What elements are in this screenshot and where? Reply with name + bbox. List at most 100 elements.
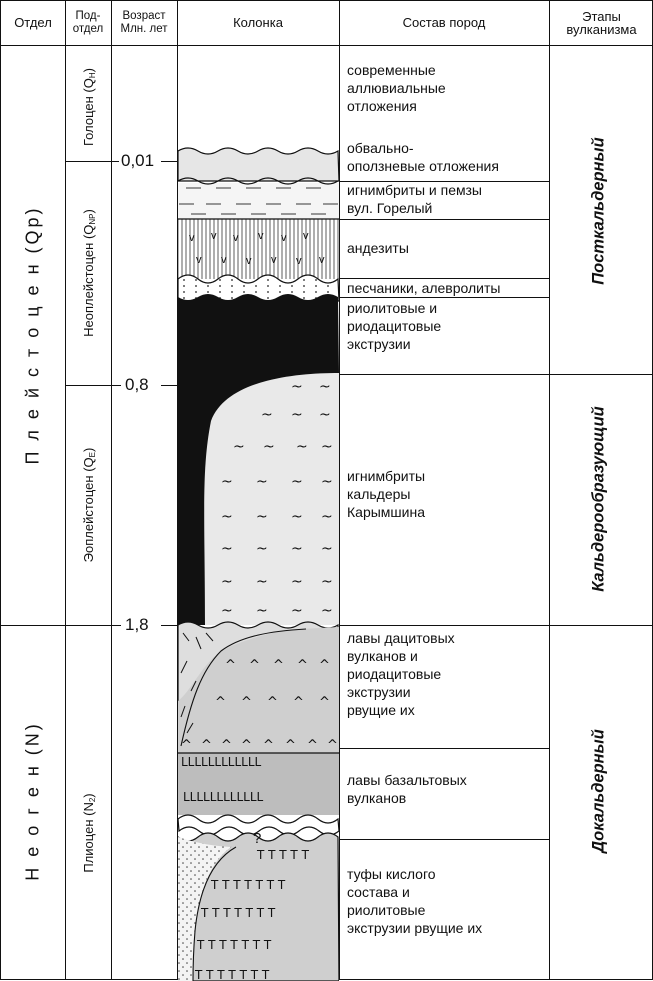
composition-rhyolite-extrusions: риолитовые и риодацитовые экструзии — [347, 300, 442, 352]
svg-text:v: v — [189, 232, 195, 244]
svg-text:v: v — [303, 230, 309, 242]
svg-text:T T T T T: T T T T T — [256, 848, 310, 862]
svg-text:~: ~ — [291, 541, 303, 557]
svg-text:v: v — [271, 254, 277, 266]
composition-alluvial: современные аллювиальные отложения — [347, 62, 446, 114]
svg-text:T T T T T T T: T T T T T T T — [194, 968, 270, 981]
age-tick — [161, 161, 177, 162]
column-question-mark: ? — [253, 830, 261, 847]
svg-text:~: ~ — [321, 603, 333, 619]
svg-text:~: ~ — [263, 439, 275, 455]
svg-text:^: ^ — [273, 658, 284, 673]
svg-text:~: ~ — [319, 407, 331, 423]
header-otdel: Отдел — [14, 15, 52, 30]
svg-text:^: ^ — [215, 695, 226, 710]
svg-text:~: ~ — [319, 379, 331, 395]
svg-text:^: ^ — [297, 658, 308, 673]
svg-text:~: ~ — [221, 541, 233, 557]
col-divider — [111, 1, 112, 979]
svg-text:v: v — [258, 230, 264, 242]
col-divider — [65, 1, 66, 979]
svg-text:~: ~ — [256, 603, 268, 619]
svg-text:v: v — [196, 254, 202, 266]
composition-andesites: андезиты — [347, 240, 409, 256]
svg-text:~: ~ — [256, 509, 268, 525]
composition-ignimbrite-gorely: игнимбриты и пемзы вул. Горелый — [347, 182, 482, 216]
composition-boundary — [339, 839, 549, 840]
svg-text:T T T T T T T: T T T T T T T — [200, 906, 276, 920]
svg-text:LLLLLLLLLLLL: LLLLLLLLLLLL — [183, 790, 264, 804]
svg-text:~: ~ — [321, 474, 333, 490]
header-podotdel: Под- отдел — [72, 10, 104, 35]
age-tick — [161, 625, 177, 626]
podotdel-boundary — [65, 385, 121, 386]
svg-text:^: ^ — [263, 738, 274, 753]
svg-text:^: ^ — [221, 738, 232, 753]
composition-boundary — [339, 625, 549, 626]
podotdel-eopleistocene-label: Эоплейстоцен (QE) — [81, 447, 97, 563]
composition-basalt-lavas: лавы базальтовых вулканов — [347, 772, 467, 806]
svg-text:~: ~ — [291, 509, 303, 525]
otdel-pleistocene-label: П л е й с т о ц е н (Qp) — [22, 205, 43, 465]
svg-text:~: ~ — [291, 407, 303, 423]
composition-boundary — [339, 374, 549, 375]
svg-text:~: ~ — [321, 541, 333, 557]
svg-text:^: ^ — [241, 738, 252, 753]
composition-landslide: обвально- оползневые отложения — [347, 140, 499, 174]
svg-text:v: v — [296, 255, 302, 267]
otdel-boundary — [1, 625, 121, 626]
svg-text:~: ~ — [291, 603, 303, 619]
stage-postcaldera-label: Посткальдерный — [589, 137, 608, 285]
col-divider — [549, 1, 550, 979]
stage-precaldera-label: Докальдерный — [589, 729, 608, 853]
svg-text:v: v — [233, 232, 239, 244]
svg-text:~: ~ — [221, 509, 233, 525]
composition-acid-tuffs: туфы кислого состава и риолитовые экстру… — [347, 866, 483, 936]
header-sostav: Состав пород — [402, 15, 486, 30]
age-label-08: 0,8 — [123, 375, 151, 395]
svg-text:~: ~ — [291, 474, 303, 490]
svg-text:~: ~ — [221, 474, 233, 490]
svg-text:~: ~ — [221, 603, 233, 619]
composition-boundary — [339, 748, 549, 749]
svg-text:^: ^ — [267, 695, 278, 710]
col-divider — [177, 1, 178, 979]
svg-text:~: ~ — [256, 541, 268, 557]
composition-dacite-lavas: лавы дацитовых вулканов и риодацитовые э… — [347, 630, 455, 718]
header-vozrast: Возраст Млн. лет — [120, 10, 168, 35]
svg-text:T T T T T T T: T T T T T T T — [210, 878, 286, 892]
stage-boundary — [549, 625, 652, 626]
svg-text:^: ^ — [249, 658, 260, 673]
svg-text:~: ~ — [321, 509, 333, 525]
svg-text:T T T T T T T: T T T T T T T — [196, 938, 272, 952]
svg-text:^: ^ — [319, 695, 330, 710]
svg-text:v: v — [281, 232, 287, 244]
svg-text:^: ^ — [319, 658, 330, 673]
svg-text:~: ~ — [261, 407, 273, 423]
svg-text:^: ^ — [293, 695, 304, 710]
header-divider — [1, 45, 652, 46]
svg-text:v: v — [319, 254, 325, 266]
composition-sandstones: песчаники, алевролиты — [347, 280, 501, 296]
svg-text:^: ^ — [241, 695, 252, 710]
svg-text:~: ~ — [256, 474, 268, 490]
otdel-neogene-label: Н е о г е н (N) — [22, 721, 43, 881]
svg-text:^: ^ — [327, 738, 338, 753]
svg-text:^: ^ — [285, 738, 296, 753]
header-etapy: Этапы вулканизма — [566, 9, 637, 37]
svg-text:^: ^ — [201, 738, 212, 753]
stage-caldera-label: Кальдерообразующий — [589, 406, 608, 592]
age-tick — [161, 385, 177, 386]
svg-text:^: ^ — [225, 658, 236, 673]
composition-boundary — [339, 219, 549, 220]
svg-text:~: ~ — [233, 439, 245, 455]
svg-text:^: ^ — [307, 738, 318, 753]
svg-text:v: v — [246, 255, 252, 267]
svg-text:~: ~ — [256, 574, 268, 590]
svg-text:~: ~ — [321, 574, 333, 590]
svg-text:~: ~ — [291, 379, 303, 395]
composition-karymshina-ignimbrites: игнимбриты кальдеры Карымшина — [347, 468, 426, 520]
col-divider — [339, 1, 340, 979]
